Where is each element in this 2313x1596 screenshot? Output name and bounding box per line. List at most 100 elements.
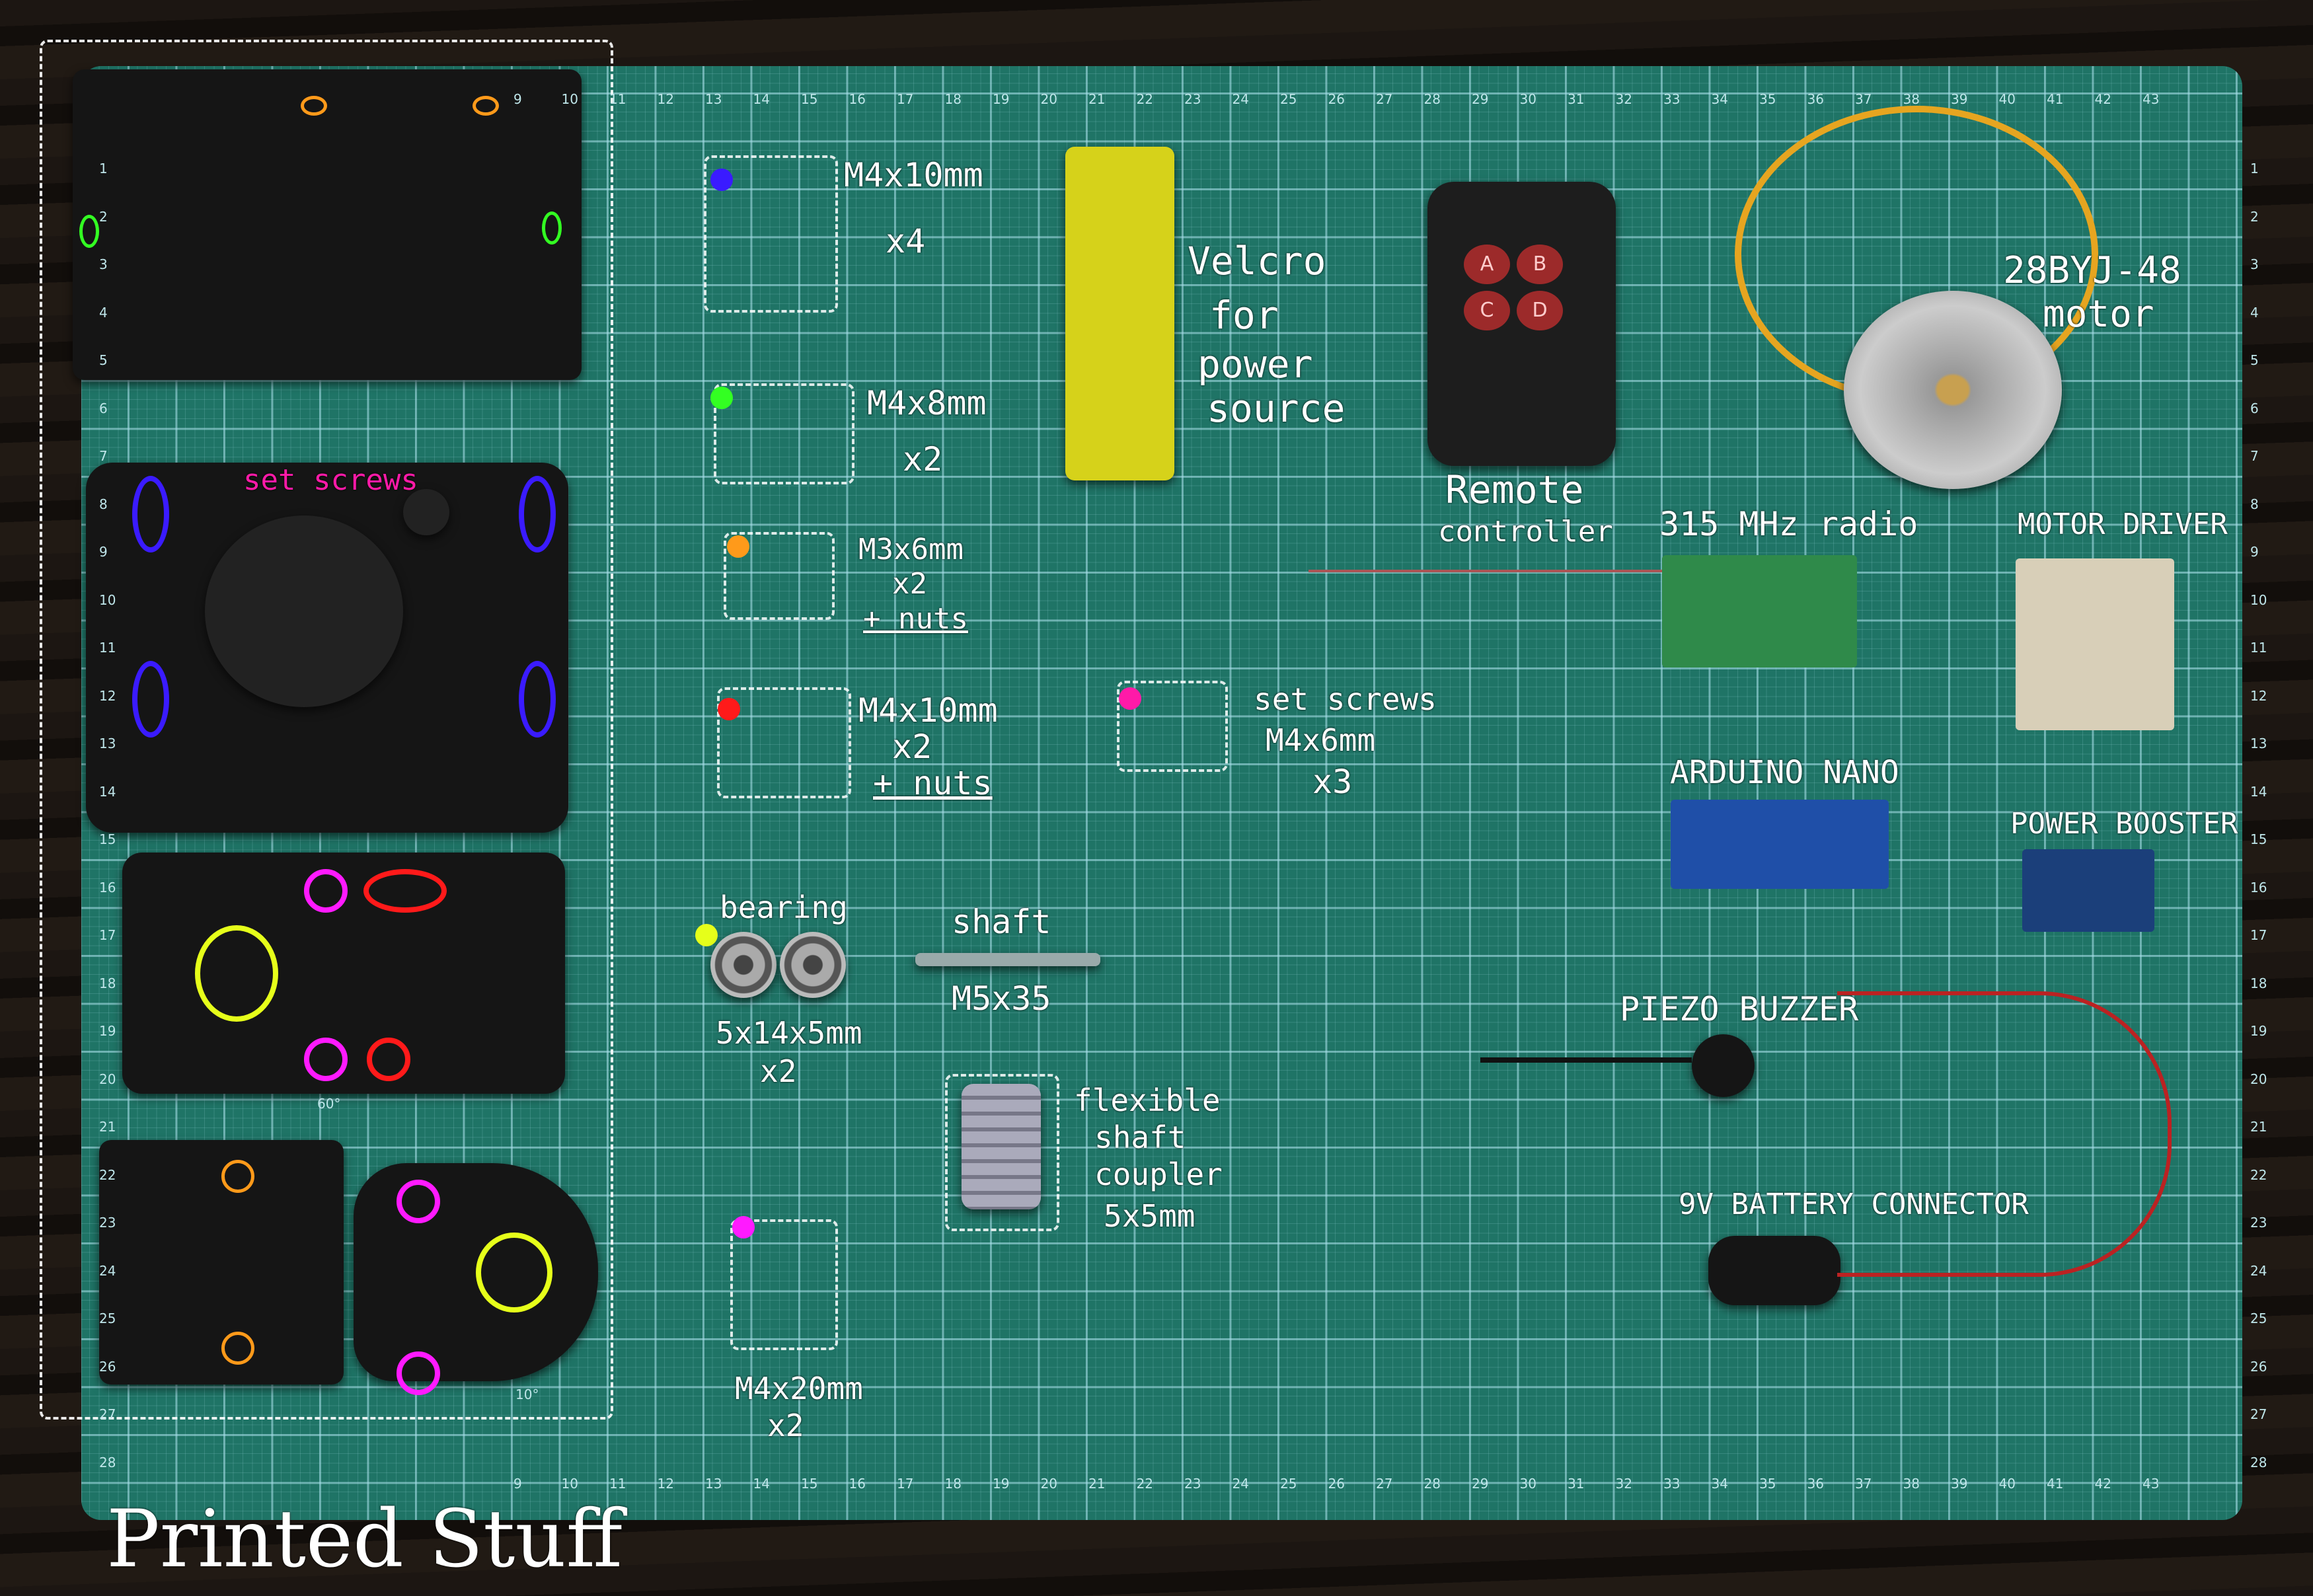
arduino-nano-board [1671, 800, 1889, 889]
screw-size-label: M4x20mm [735, 1371, 863, 1406]
ruler-number: 25 [1280, 1476, 1297, 1492]
ruler-number: 3 [2250, 256, 2259, 272]
piezo-buzzer [1692, 1034, 1755, 1097]
ruler-number: 18 [944, 91, 962, 107]
printed-parts-outline [40, 40, 613, 1420]
ruler-number: 20 [1040, 1476, 1057, 1492]
ruler-number: 33 [1663, 91, 1681, 107]
battery-connector [1708, 1236, 1840, 1305]
group-dot-pink [1119, 687, 1141, 710]
bearing [710, 932, 777, 998]
group-dot-blue [710, 169, 733, 191]
screw-qty-label: x2 [903, 440, 943, 478]
ruler-number: 16 [849, 1476, 866, 1492]
ruler-number: 22 [99, 1166, 116, 1183]
velcro-label: for [1209, 293, 1279, 338]
orange-hole-mark [301, 96, 327, 116]
ruler-number: 34 [1711, 91, 1728, 107]
red-hole-mark [367, 1038, 410, 1081]
ruler-number: 8 [99, 496, 108, 512]
ruler-number: 25 [2250, 1311, 2267, 1326]
ruler-number: 10 [99, 591, 116, 608]
ruler-number: 11 [2250, 640, 2267, 656]
ruler-number: 21 [2250, 1119, 2267, 1135]
antenna-wire [1308, 570, 1665, 572]
shaft-title: shaft [952, 903, 1051, 941]
booster-label: POWER BOOSTER [2010, 807, 2238, 841]
ruler-number: 24 [1232, 91, 1249, 107]
ruler-number: 29 [1472, 91, 1489, 107]
driver-label: MOTOR DRIVER [2018, 508, 2228, 541]
ruler-number: 36 [1807, 1476, 1824, 1492]
remote-buttons: A B C D [1464, 245, 1563, 330]
coupler-box [945, 1074, 1059, 1231]
magenta-hole-mark [304, 1038, 348, 1081]
ruler-number: 30 [1519, 91, 1536, 107]
bearing-size: 5x14x5mm [716, 1015, 862, 1051]
magenta-hole-mark [397, 1351, 440, 1395]
remote-button-d: D [1517, 291, 1563, 330]
ruler-number: 36 [1807, 91, 1824, 107]
ruler-number: 31 [1568, 91, 1585, 107]
remote-label: Remote [1445, 467, 1584, 512]
stepper-motor [1844, 291, 2062, 489]
magenta-hole-mark [304, 869, 348, 913]
ruler-number: 20 [1040, 91, 1057, 107]
ruler-number: 2 [99, 208, 108, 225]
orange-hole-mark [221, 1160, 254, 1193]
ruler-number: 13 [705, 1476, 722, 1492]
ruler-number: 3 [99, 256, 108, 272]
ruler-number: 28 [99, 1454, 116, 1470]
velcro-label: source [1207, 386, 1346, 431]
ruler-number: 19 [993, 91, 1010, 107]
screw-size-label: M4x8mm [867, 384, 987, 422]
group-dot-red [718, 698, 740, 720]
orange-hole-mark [473, 96, 499, 116]
ruler-number: 27 [2250, 1406, 2267, 1422]
velcro-label: Velcro [1188, 239, 1326, 284]
ruler-number: 26 [1328, 1476, 1345, 1492]
ruler-number: 11 [609, 1476, 626, 1492]
ruler-number: 17 [2250, 927, 2267, 943]
ruler-number: 23 [2250, 1215, 2267, 1231]
ruler-number: 17 [99, 927, 116, 943]
screw-group-box [714, 383, 854, 484]
screw-size-label: M3x6mm [858, 533, 964, 566]
ruler-number: 22 [2250, 1166, 2267, 1183]
screw-size-label: M4x6mm [1266, 722, 1376, 758]
motor-driver-board [2016, 558, 2174, 730]
ruler-number: 5 [2250, 352, 2259, 368]
ruler-number: 9 [99, 544, 108, 560]
ruler-number: 15 [99, 831, 116, 847]
ruler-number: 33 [1663, 1476, 1681, 1492]
ruler-number: 34 [1711, 1476, 1728, 1492]
ruler-number: 20 [99, 1071, 116, 1087]
ruler-number: 19 [993, 1476, 1010, 1492]
ruler-number: 32 [1615, 1476, 1632, 1492]
ruler-number: 9 [513, 1476, 522, 1492]
ruler-number: 43 [2142, 91, 2160, 107]
ruler-number: 28 [1423, 91, 1441, 107]
ruler-number: 14 [753, 1476, 770, 1492]
blue-slot-mark [132, 661, 169, 738]
ruler-number: 28 [2250, 1454, 2267, 1470]
ruler-number: 24 [99, 1262, 116, 1279]
ruler-number: 10 [561, 91, 578, 107]
green-hole-mark [542, 211, 562, 245]
ruler-number: 14 [99, 783, 116, 800]
ruler-number: 9 [2250, 544, 2259, 560]
coupler-label: shaft [1094, 1120, 1186, 1155]
ruler-number: 27 [1376, 1476, 1393, 1492]
screw-group-box [717, 687, 851, 798]
ruler-number: 35 [1759, 91, 1776, 107]
radio-label: 315 MHz radio [1659, 505, 1918, 543]
ruler-number: 23 [1184, 1476, 1201, 1492]
remote-controller: A B C D [1427, 182, 1616, 466]
coupler-label: 5x5mm [1104, 1198, 1195, 1234]
ruler-number: 30 [1519, 1476, 1536, 1492]
printed-stuff-title: Printed Stuff [106, 1494, 623, 1585]
ruler-number: 16 [849, 91, 866, 107]
group-dot-yellow [695, 924, 718, 946]
ruler-number: 6 [2250, 400, 2259, 416]
group-dot-magenta [732, 1216, 755, 1238]
